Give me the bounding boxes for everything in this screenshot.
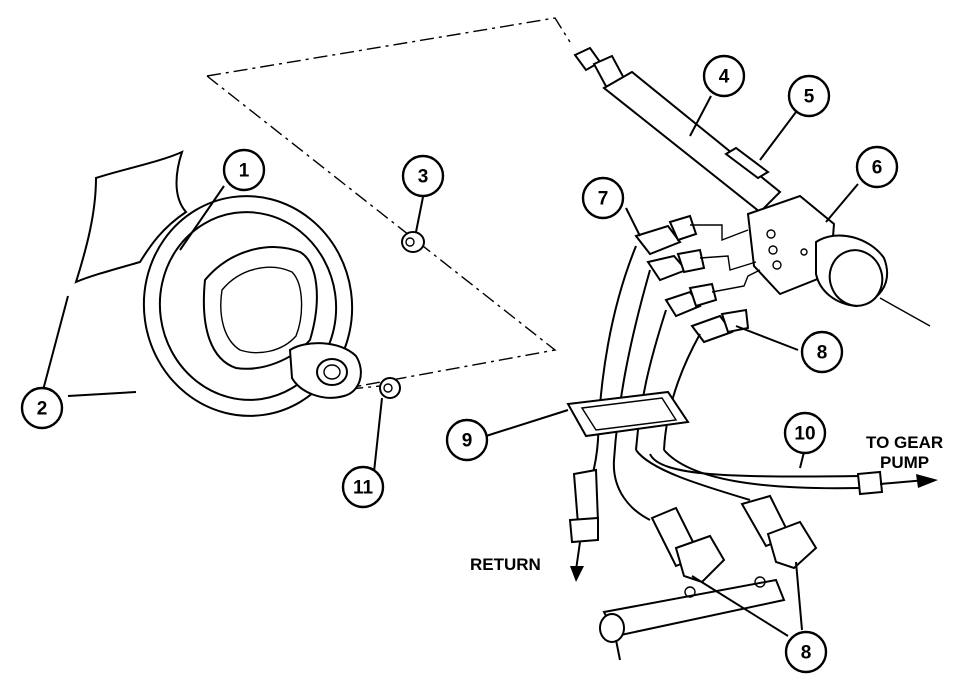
hoses <box>583 245 861 521</box>
callout-7: 7 <box>581 176 625 220</box>
arrow-return <box>570 566 584 582</box>
steering-cylinder <box>599 576 786 661</box>
return-hose <box>568 468 600 582</box>
pump-hose-part-10 <box>856 470 938 496</box>
upper-fittings <box>634 214 761 344</box>
callout-11: 11 <box>341 465 385 509</box>
lower-fittings <box>650 494 818 584</box>
bracket-plate-part-9 <box>566 390 690 438</box>
steering-column <box>573 46 782 237</box>
bolt-part-5 <box>724 146 770 180</box>
callout-5: 5 <box>787 74 831 118</box>
callout-8-upper: 8 <box>800 330 844 374</box>
callout-10: 10 <box>783 411 827 455</box>
steering-unit <box>746 194 931 327</box>
label-return: RETURN <box>470 555 541 574</box>
callout-6: 6 <box>855 145 899 189</box>
callout-9-text: 9 <box>462 431 473 452</box>
spacer-part-11 <box>379 377 401 399</box>
callout-7-text: 7 <box>598 189 609 210</box>
callout-1-text: 1 <box>239 161 250 182</box>
leader-lines <box>41 95 859 637</box>
callout-6-text: 6 <box>872 158 883 179</box>
callout-10-text: 10 <box>794 424 815 445</box>
label-pump: PUMP <box>880 453 929 472</box>
callout-2: 2 <box>20 386 64 430</box>
arrow-to-gear-pump <box>916 474 938 488</box>
callout-9: 9 <box>445 418 489 462</box>
label-to-gear: TO GEAR <box>866 433 943 452</box>
callout-11-text: 11 <box>353 478 374 499</box>
spacer-part-3 <box>401 231 425 253</box>
hose-end-part-7 <box>634 224 682 256</box>
callout-8-lower: 8 <box>784 630 828 674</box>
callout-2-text: 2 <box>37 399 48 420</box>
callout-8-lower-text: 8 <box>801 643 812 664</box>
steering-wheel <box>142 195 362 417</box>
callout-1: 1 <box>222 148 266 192</box>
callout-4-text: 4 <box>719 67 730 88</box>
callout-5-text: 5 <box>804 87 815 108</box>
callout-8-upper-text: 8 <box>817 343 828 364</box>
callout-3-text: 3 <box>418 167 429 188</box>
callout-4: 4 <box>702 54 746 98</box>
callout-3: 3 <box>401 154 445 198</box>
